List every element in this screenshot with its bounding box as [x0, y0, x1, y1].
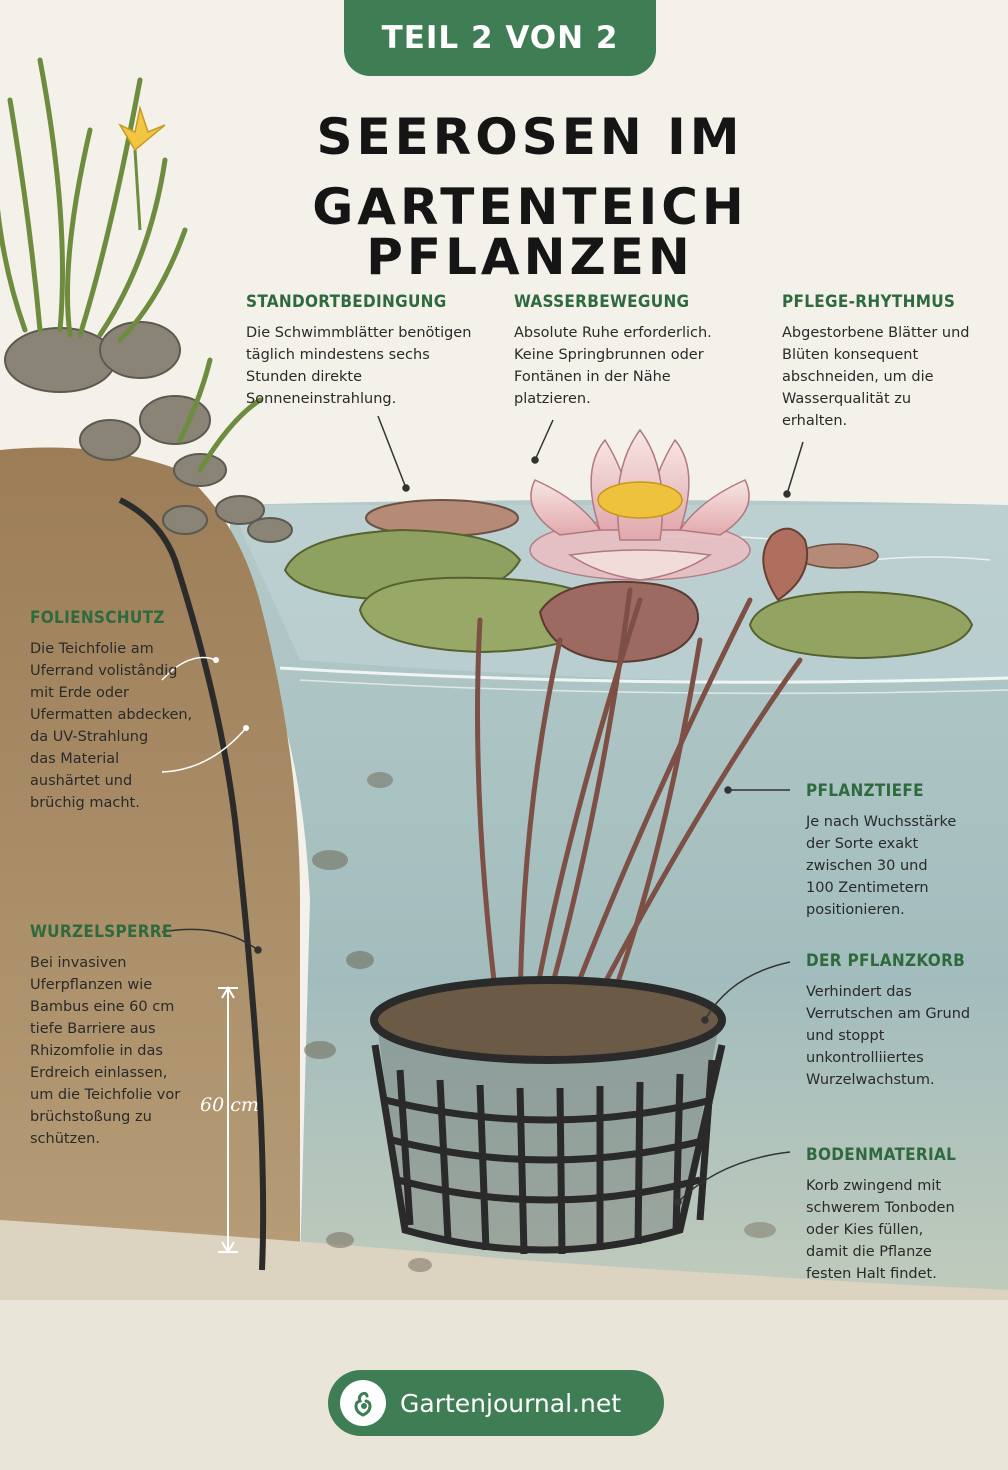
callout-heading: PFLANZTIEFE	[806, 781, 924, 801]
part-badge: TEIL 2 VON 2	[344, 0, 656, 76]
reeds	[0, 57, 263, 473]
callout-wasserbewegung: WASSERBEWEGUNG Absolute Ruhe erforderlic…	[514, 292, 744, 410]
callout-heading: BODENMATERIAL	[806, 1145, 957, 1165]
lily-pads	[283, 499, 974, 664]
callout-pflanztiefe: PFLANZTIEFE Je nach Wuchsstärke der Sort…	[806, 781, 996, 921]
depth-measure	[218, 986, 238, 1254]
callout-pflanzkorb: DER PFLANZKORB Verhindert das Verrutsche…	[806, 951, 996, 1091]
callout-text: Absolute Ruhe erforderlich. Keine Spring…	[514, 325, 712, 407]
callout-text: Die Teichfolie am Uferrand volistândig m…	[30, 641, 193, 811]
callout-text: Die Schwimmblätter benötigen täglich min…	[246, 325, 472, 407]
callout-heading: WASSERBEWEGUNG	[514, 292, 690, 312]
plant-logo-icon	[340, 1380, 386, 1426]
brand-name: Gartenjournal.net	[400, 1388, 622, 1418]
shore-stones	[4, 321, 293, 543]
callout-heading: FOLIENSCHUTZ	[30, 608, 165, 628]
leader-lines	[161, 415, 804, 1206]
callout-text: Je nach Wuchsstärke der Sorte exakt zwis…	[806, 814, 957, 918]
callout-folienschutz: FOLIENSCHUTZ Die Teichfolie am Uferrand …	[30, 608, 200, 814]
callout-wurzelsperre: WURZELSPERRE Bei invasiven Uferpflanzen …	[30, 922, 190, 1150]
lily-bud-icon	[762, 527, 809, 602]
depth-measure-label: 60 cm	[200, 1094, 259, 1116]
callout-text: Bei invasiven Uferpflanzen wie Bambus ei…	[30, 955, 181, 1147]
iris-flower-icon	[118, 105, 166, 231]
callout-heading: DER PFLANZKORB	[806, 951, 966, 971]
callout-heading: PFLEGE-RHYTHMUS	[782, 292, 956, 312]
water-lily-flower-icon	[529, 428, 751, 581]
callout-bodenmaterial: BODENMATERIAL Korb zwingend mit schwerem…	[806, 1145, 996, 1285]
callout-heading: WURZELSPERRE	[30, 922, 173, 942]
callout-text: Verhindert das Verrutschen am Grund und …	[806, 984, 971, 1088]
callout-pflege-rhythmus: PFLEGE-RHYTHMUS Abgestorbene Blätter und…	[782, 292, 992, 432]
callout-standortbedingung: STANDORTBEDINGUNG Die Schwimmblätter ben…	[246, 292, 486, 410]
page-title-line-1: SEEROSEN IM	[316, 108, 744, 166]
callout-text: Korb zwingend mit schwerem Tonboden oder…	[806, 1178, 955, 1282]
brand-pill[interactable]: Gartenjournal.net	[328, 1370, 664, 1436]
callout-text: Abgestorbene Blätter und Blüten konseque…	[782, 325, 970, 429]
soil-bank	[0, 447, 1008, 1470]
callout-heading: STANDORTBEDINGUNG	[246, 292, 447, 312]
page-title-line-2: GARTENTEICH PFLANZEN	[312, 178, 748, 286]
pond-liner	[118, 497, 267, 1271]
planting-basket	[370, 976, 726, 1255]
